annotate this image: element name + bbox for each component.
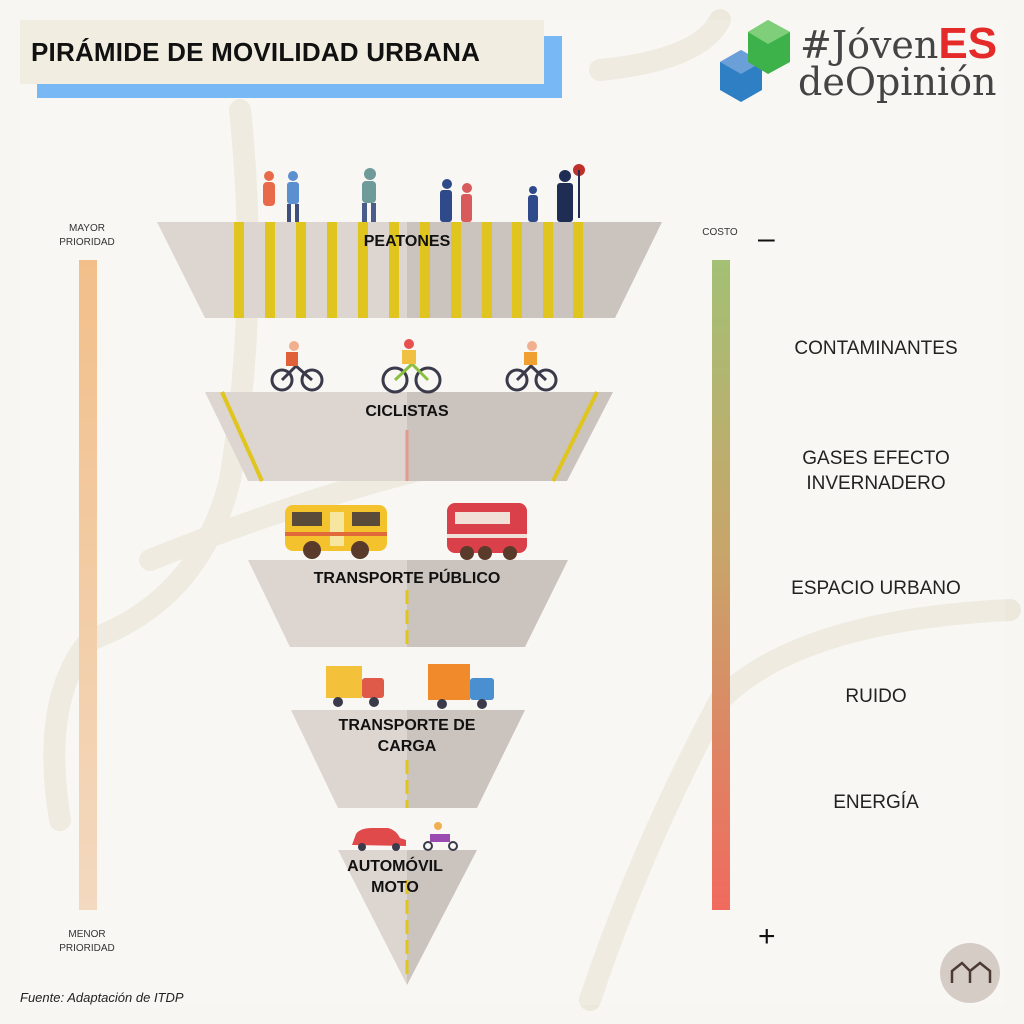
pedestrians-icon [263,164,585,222]
level-label-peatones: PEATONES [363,233,451,250]
priority-top-label: MAYOR PRIORIDAD [47,222,127,250]
priority-bottom-line2: PRIORIDAD [59,943,115,954]
logo-es: ES [938,19,998,68]
level-peatones [157,222,662,318]
bus-icon [285,503,527,560]
truck-icon [326,664,494,709]
house-icon [950,961,992,983]
level-label-transporte-carga: TRANSPORTE DE CARGA [338,717,476,755]
cost-item: ESPACIO URBANO [791,578,961,599]
cost-item: RUIDO [845,686,907,707]
cost-plus: + [758,920,776,953]
source-note: Fuente: Adaptación de ITDP [20,990,184,1005]
priority-bottom-line1: MENOR [68,929,106,940]
cost-label: COSTO [702,227,738,238]
title-box: PIRÁMIDE DE MOVILIDAD URBANA [20,20,544,84]
level-transporte-carga [291,710,525,808]
priority-top-line1: MAYOR [69,223,105,234]
level-label-transporte-publico: TRANSPORTE PÚBLICO [313,570,501,587]
cost-item: GASES EFECTO INVERNADERO [802,448,950,494]
cube-logo-icon [720,20,790,102]
page-title: PIRÁMIDE DE MOVILIDAD URBANA [31,36,481,67]
priority-bar [79,260,97,910]
logo-hashtag: #Jóven [800,23,939,67]
cost-minus: – [758,222,775,255]
cost-bar [712,260,730,910]
logo-line2: deOpinión [798,60,997,104]
priority-bottom-label: MENOR PRIORIDAD [47,928,127,956]
bicycles-icon [270,339,558,394]
level-label-automovil-moto: AUTOMÓVIL MOTO [347,858,443,896]
cost-item: CONTAMINANTES [794,338,958,359]
cost-item: ENERGÍA [833,792,919,813]
house-badge [940,943,1000,1003]
level-automovil-moto [338,850,477,985]
level-ciclistas [205,391,613,482]
priority-top-line2: PRIORIDAD [59,237,115,248]
crosswalk-stripes [234,222,583,318]
level-transporte-publico [248,560,568,647]
level-label-ciclistas: CICLISTAS [365,403,449,420]
logo: #JóvenES deOpinión [716,20,1006,105]
car-moto-icon [352,822,458,851]
